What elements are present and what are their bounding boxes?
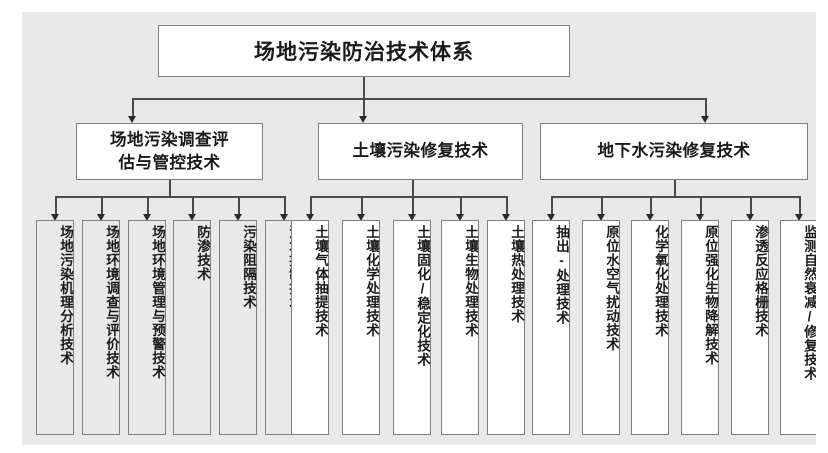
connector-drop-branch-2: [363, 98, 365, 118]
leaf-node-3-2-label: 原位水空气扰动技术: [604, 225, 619, 351]
branch-node-3-label: 地下水污染修复技术: [597, 142, 751, 161]
leaf-node-1-5: 污染阻隔技术: [219, 220, 257, 435]
leaf-node-3-3: 化学氧化处理技术: [631, 220, 669, 435]
connector-branch-3-leaf-4: [700, 196, 702, 216]
arrowhead-branch-2-leaf-1: [306, 214, 315, 221]
connector-branch-2-leaf-3: [412, 196, 414, 216]
leaf-node-3-5: 渗透反应格栅技术: [731, 220, 769, 435]
connector-branch-3-leaf-6: [799, 196, 801, 216]
leaf-node-3-4-label: 原位强化生物降解技术: [703, 225, 718, 365]
leaf-node-2-2-label: 土壤化学处理技术: [364, 225, 379, 337]
connector-branch-3-leaf-2: [601, 196, 603, 216]
leaf-node-1-3: 场地环境管理与预警技术: [128, 220, 166, 435]
branch-node-1-label: 场地污染调查评 估与管控技术: [110, 131, 229, 172]
connector-branch-1-leaf-1: [55, 196, 57, 216]
leaf-node-1-4-label: 防渗技术: [195, 225, 210, 281]
leaf-node-3-1: 抽出-处理技术: [532, 220, 570, 435]
leaf-node-1-2: 场地环境调查与评价技术: [82, 220, 120, 435]
leaf-node-2-5: 土壤热处理技术: [487, 220, 525, 435]
leaf-node-3-5-label: 渗透反应格栅技术: [753, 225, 768, 337]
connector-branch-3-bus: [551, 196, 799, 198]
arrowhead-branch-2-leaf-4: [456, 214, 465, 221]
leaf-node-3-2: 原位水空气扰动技术: [582, 220, 620, 435]
arrowhead-branch-3-leaf-3: [646, 214, 655, 221]
connector-branch-3-stem: [674, 180, 676, 196]
leaf-node-1-4: 防渗技术: [173, 220, 211, 435]
page-margin-right: [816, 0, 828, 453]
arrowhead-branch-2-leaf-5: [502, 214, 511, 221]
leaf-node-2-1: 土壤气体抽提技术: [291, 220, 329, 435]
page-margin-top: [0, 0, 828, 12]
arrowhead-branch-3-leaf-5: [746, 214, 755, 221]
connector-branch-1-leaf-6: [284, 196, 286, 216]
arrowhead-branch-3: [701, 116, 710, 123]
leaf-node-2-3: 土壤固化/稳定化技术: [393, 220, 431, 435]
connector-branch-2-leaf-4: [460, 196, 462, 216]
leaf-node-3-6: 监测自然衰减/修复技术: [780, 220, 818, 435]
leaf-node-2-4-label: 土壤生物处理技术: [463, 225, 478, 337]
branch-node-2: 土壤污染修复技术: [318, 123, 523, 180]
connector-branch-1-leaf-2: [101, 196, 103, 216]
leaf-node-1-5-label: 污染阻隔技术: [241, 225, 256, 309]
arrowhead-branch-3-leaf-6: [795, 214, 804, 221]
leaf-node-2-1-label: 土壤气体抽提技术: [313, 225, 328, 337]
connector-root-stem: [363, 77, 365, 98]
arrowhead-branch-3-leaf-1: [547, 214, 556, 221]
arrowhead-branch-3-leaf-4: [696, 214, 705, 221]
connector-branch-3-leaf-1: [551, 196, 553, 216]
leaf-node-2-4: 土壤生物处理技术: [441, 220, 479, 435]
leaf-node-2-5-label: 土壤热处理技术: [509, 225, 524, 323]
leaf-node-2-3-label: 土壤固化/稳定化技术: [415, 225, 430, 367]
leaf-node-1-3-label: 场地环境管理与预警技术: [150, 225, 165, 379]
connector-drop-branch-3: [705, 98, 707, 118]
arrowhead-branch-2: [359, 116, 368, 123]
connector-branch-1-leaf-5: [238, 196, 240, 216]
root-node: 场地污染防治技术体系: [158, 25, 570, 77]
leaf-node-2-2: 土壤化学处理技术: [342, 220, 380, 435]
leaf-node-3-6-label: 监测自然衰减/修复技术: [802, 225, 817, 381]
connector-branch-2-leaf-1: [310, 196, 312, 216]
arrowhead-branch-1-leaf-1: [51, 214, 60, 221]
connector-level2-bus: [132, 98, 705, 100]
arrowhead-branch-2-leaf-2: [357, 214, 366, 221]
branch-node-2-label: 土壤污染修复技术: [352, 142, 489, 161]
arrowhead-branch-1-leaf-2: [97, 214, 106, 221]
connector-branch-2-leaf-5: [506, 196, 508, 216]
arrowhead-branch-1-leaf-4: [188, 214, 197, 221]
leaf-node-3-4: 原位强化生物降解技术: [681, 220, 719, 435]
root-node-label: 场地污染防治技术体系: [254, 41, 474, 64]
connector-branch-3-leaf-5: [750, 196, 752, 216]
connector-branch-2-leaf-2: [361, 196, 363, 216]
connector-branch-2-bus: [310, 196, 506, 198]
branch-node-3: 地下水污染修复技术: [540, 123, 808, 180]
arrowhead-branch-1-leaf-3: [143, 214, 152, 221]
leaf-node-1-1-label: 场地污染机理分析技术: [58, 225, 73, 365]
leaf-node-1-1: 场地污染机理分析技术: [36, 220, 74, 435]
connector-branch-1-bus: [55, 196, 284, 198]
connector-branch-3-leaf-3: [650, 196, 652, 216]
page-margin-left: [0, 0, 22, 453]
arrowhead-branch-3-leaf-2: [597, 214, 606, 221]
connector-drop-branch-1: [132, 98, 134, 118]
connector-branch-1-leaf-3: [147, 196, 149, 216]
connector-branch-2-stem: [412, 180, 414, 196]
arrowhead-branch-1-leaf-5: [234, 214, 243, 221]
arrowhead-branch-1: [128, 116, 137, 123]
arrowhead-branch-1-leaf-6: [280, 214, 289, 221]
connector-branch-1-stem: [169, 180, 171, 196]
leaf-node-3-3-label: 化学氧化处理技术: [653, 225, 668, 337]
arrowhead-branch-2-leaf-3: [408, 214, 417, 221]
leaf-node-1-2-label: 场地环境调查与评价技术: [104, 225, 119, 379]
connector-branch-1-leaf-4: [192, 196, 194, 216]
page-margin-bottom: [0, 445, 828, 453]
branch-node-1: 场地污染调查评 估与管控技术: [76, 123, 263, 180]
leaf-node-3-1-label: 抽出-处理技术: [554, 225, 569, 325]
